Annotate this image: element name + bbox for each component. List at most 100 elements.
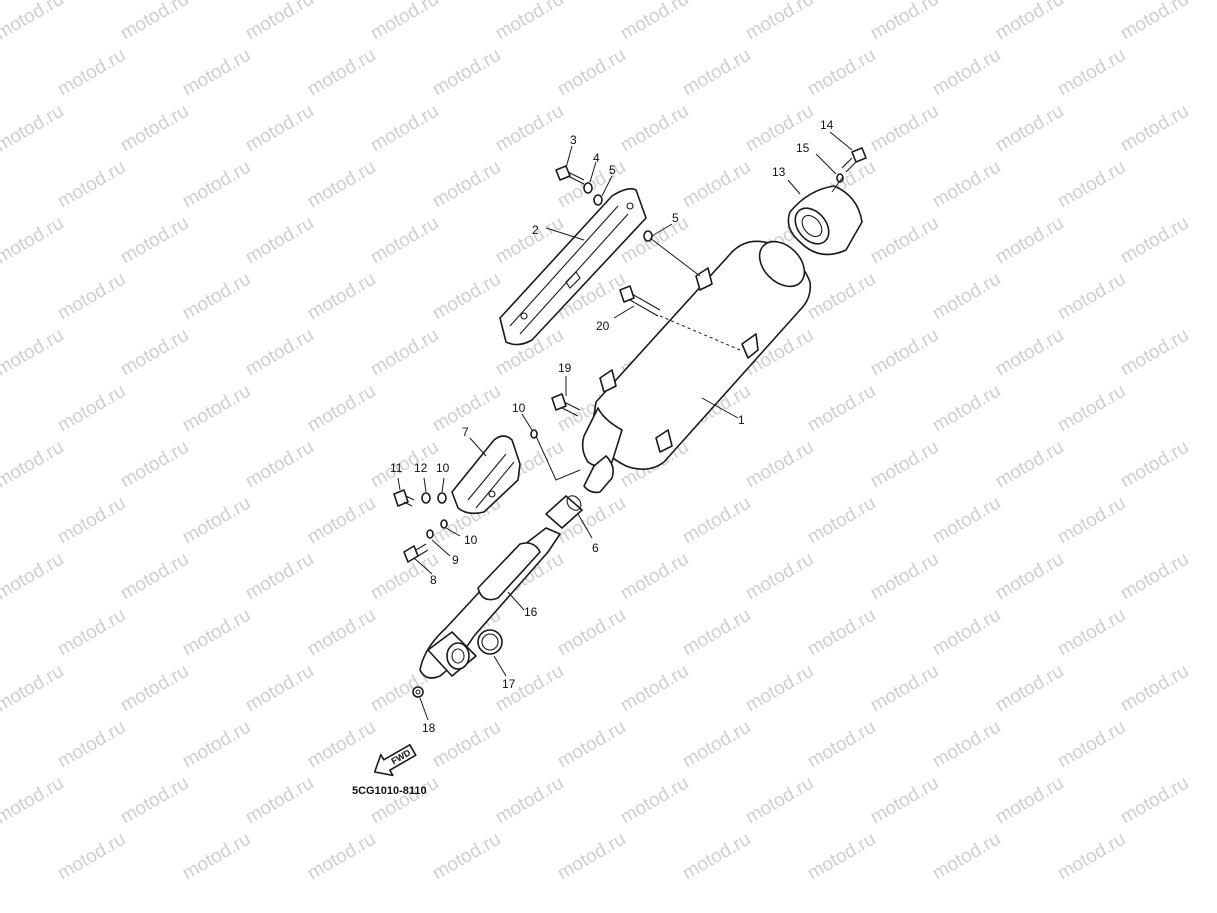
watermark-text: motod.ru xyxy=(1054,829,1129,885)
diagram-code: 5CG1010-8110 xyxy=(352,785,427,797)
watermark-text: motod.ru xyxy=(117,437,192,493)
watermark-text: motod.ru xyxy=(492,773,567,829)
watermark-text: motod.ru xyxy=(867,325,942,381)
watermark-text: motod.ru xyxy=(179,493,254,549)
watermark-text: motod.ru xyxy=(304,157,379,213)
watermark-text: motod.ru xyxy=(1054,269,1129,325)
watermark-text: motod.ru xyxy=(367,101,442,157)
watermark-text: motod.ru xyxy=(554,605,629,661)
callout-9: 9 xyxy=(452,553,459,567)
watermark-text: motod.ru xyxy=(117,549,192,605)
part-10-washer-c xyxy=(440,519,448,529)
watermark-text: motod.ru xyxy=(492,0,567,44)
watermark-text: motod.ru xyxy=(492,101,567,157)
watermark-text: motod.ru xyxy=(367,0,442,44)
watermark-text: motod.ru xyxy=(804,605,879,661)
watermark-text: motod.ru xyxy=(429,829,504,885)
callout-1: 1 xyxy=(738,413,745,427)
watermark-text: motod.ru xyxy=(742,0,817,44)
callout-18: 18 xyxy=(422,721,436,735)
watermark-text: motod.ru xyxy=(929,605,1004,661)
callout-8: 8 xyxy=(430,573,437,587)
part-7-bracket xyxy=(451,435,521,515)
watermark-text: motod.ru xyxy=(1117,437,1192,493)
part-9-washer xyxy=(426,529,434,539)
watermark-text: motod.ru xyxy=(242,549,317,605)
watermark-text: motod.ru xyxy=(742,661,817,717)
watermark-text: motod.ru xyxy=(679,717,754,773)
callout-7: 7 xyxy=(462,425,469,439)
watermark-text: motod.ru xyxy=(304,45,379,101)
part-20-bolt xyxy=(619,285,661,317)
watermark-text: motod.ru xyxy=(429,45,504,101)
watermark-text: motod.ru xyxy=(742,549,817,605)
watermark-text: motod.ru xyxy=(1117,325,1192,381)
watermark-text: motod.ru xyxy=(242,325,317,381)
watermark-text: motod.ru xyxy=(54,493,129,549)
watermark-text: motod.ru xyxy=(54,45,129,101)
watermark-text: motod.ru xyxy=(679,829,754,885)
watermark-text: motod.ru xyxy=(54,381,129,437)
watermark-text: motod.ru xyxy=(554,829,629,885)
watermark-text: motod.ru xyxy=(0,437,67,493)
watermark-text: motod.ru xyxy=(867,661,942,717)
callout-19: 19 xyxy=(558,361,572,375)
part-5-washer-upper xyxy=(593,194,603,206)
watermark-text: motod.ru xyxy=(0,213,67,269)
watermark-text: motod.ru xyxy=(679,45,754,101)
watermark-text: motod.ru xyxy=(554,717,629,773)
watermark-text: motod.ru xyxy=(554,45,629,101)
watermark-text: motod.ru xyxy=(179,829,254,885)
watermark-text: motod.ru xyxy=(992,325,1067,381)
part-17-gasket xyxy=(477,629,503,655)
watermark-text: motod.ru xyxy=(367,325,442,381)
watermark-text: motod.ru xyxy=(867,213,942,269)
assembly-lines xyxy=(535,177,843,481)
callout-17: 17 xyxy=(502,677,516,691)
callout-10-b: 10 xyxy=(436,461,450,475)
callout-16: 16 xyxy=(524,605,538,619)
watermark-text: motod.ru xyxy=(679,493,754,549)
watermark-text: motod.ru xyxy=(0,0,67,44)
watermark-text: motod.ru xyxy=(117,661,192,717)
callout-4: 4 xyxy=(593,151,600,165)
watermark-text: motod.ru xyxy=(0,661,67,717)
watermark-text: motod.ru xyxy=(804,717,879,773)
part-14-bolt xyxy=(841,147,867,173)
watermark-text: motod.ru xyxy=(179,381,254,437)
watermark-text: motod.ru xyxy=(304,493,379,549)
part-10-washer-a xyxy=(437,492,447,504)
callout-6: 6 xyxy=(592,541,599,555)
watermark-text: motod.ru xyxy=(992,101,1067,157)
watermark-text: motod.ru xyxy=(804,493,879,549)
part-6-sleeve xyxy=(545,495,583,529)
part-18-nut xyxy=(412,686,424,698)
part-5-washer-lower xyxy=(643,230,653,242)
watermark-text: motod.ru xyxy=(429,269,504,325)
part-13-end-cap xyxy=(787,185,863,256)
watermark-text: motod.ru xyxy=(429,717,504,773)
watermark-text: motod.ru xyxy=(1054,493,1129,549)
watermark-text: motod.ru xyxy=(117,0,192,44)
watermark-text: motod.ru xyxy=(929,269,1004,325)
watermark-text: motod.ru xyxy=(117,101,192,157)
part-16-exhaust-pipe xyxy=(419,527,561,679)
callout-labels: 1 2 3 4 5 5 6 7 8 9 10 10 10 11 12 13 14… xyxy=(390,118,834,735)
watermark-text: motod.ru xyxy=(617,549,692,605)
watermark-text: motod.ru xyxy=(679,157,754,213)
watermark-text: motod.ru xyxy=(0,773,67,829)
watermark-text: motod.ru xyxy=(242,661,317,717)
leader-lines xyxy=(397,131,853,721)
watermark-text: motod.ru xyxy=(117,213,192,269)
watermark-text: motod.ru xyxy=(1117,661,1192,717)
watermark-text: motod.ru xyxy=(867,437,942,493)
watermark-text: motod.ru xyxy=(1117,773,1192,829)
watermark-text: motod.ru xyxy=(742,773,817,829)
watermark-text: motod.ru xyxy=(179,605,254,661)
part-3-bolt xyxy=(555,165,585,185)
watermark-text: motod.ru xyxy=(54,269,129,325)
watermark-text: motod.ru xyxy=(367,437,442,493)
watermark-text: motod.ru xyxy=(0,101,67,157)
watermark-text: motod.ru xyxy=(304,269,379,325)
